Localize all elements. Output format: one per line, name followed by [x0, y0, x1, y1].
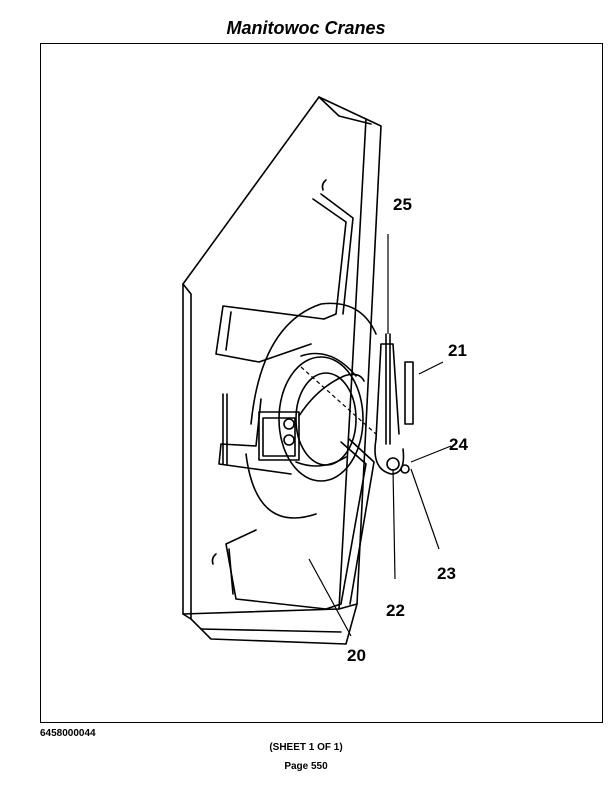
clamp-assembly	[218, 373, 365, 475]
callout-21: 21	[448, 341, 467, 360]
lower-handle	[225, 438, 375, 610]
leader-20	[308, 558, 352, 637]
callout-22: 22	[386, 601, 405, 620]
callout-20: 20	[347, 646, 366, 665]
page-number: Page 550	[284, 761, 328, 772]
parts-diagram: 20 21 22 23 24 25	[182, 96, 468, 665]
callout-24: 24	[449, 435, 468, 454]
drawing-number: 6458000044	[40, 728, 96, 739]
page-title: Manitowoc Cranes	[226, 18, 386, 38]
assembly-axis-line	[300, 366, 377, 435]
upper-handle	[215, 193, 354, 363]
callout-23: 23	[437, 564, 456, 583]
mounting-plate	[182, 96, 382, 645]
leader-23	[410, 468, 440, 550]
leader-24	[410, 445, 452, 463]
callout-25: 25	[393, 195, 412, 214]
leader-22	[392, 468, 396, 580]
parts-diagram-frame: 20 21 22 23 24 25	[40, 43, 603, 723]
latch-pin-assembly	[374, 333, 414, 475]
sheet-label: (SHEET 1 OF 1)	[269, 742, 343, 753]
leader-21	[418, 361, 444, 375]
pipe-coupling	[245, 302, 377, 519]
